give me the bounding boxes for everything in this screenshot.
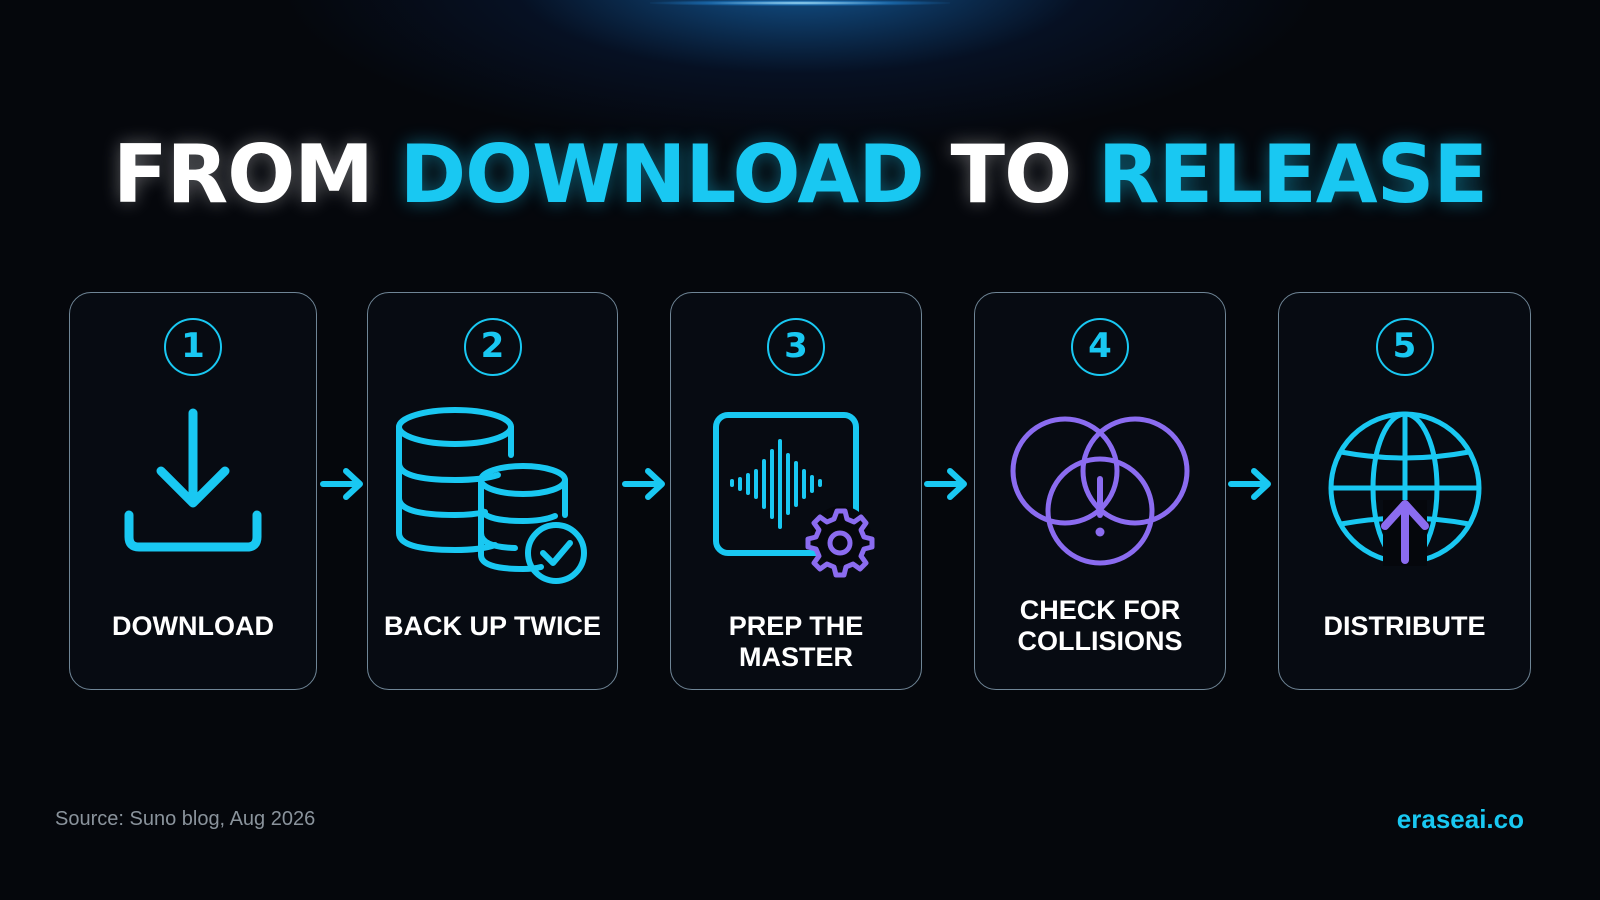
step-label-line1: CHECK FOR [1019,595,1181,625]
title-part-release: RELEASE [1097,128,1488,221]
arrow-right-icon [320,468,363,500]
step-label-line2: COLLISIONS [1017,626,1183,656]
step-number: 2 [463,318,522,376]
step-card-download: 1 DOWNLOAD [69,292,317,690]
step-label: PREP THE MASTER [728,611,864,672]
step-label: DOWNLOAD [112,611,274,641]
step-card-backup: 2 BACK UP TWICE [367,292,618,690]
step-card-master: 3 PREP THE MAS [670,292,922,690]
step-number: 5 [1375,318,1434,376]
arrow-right-icon [622,468,665,500]
top-glow [650,0,950,6]
arrow-right-icon [1228,468,1271,500]
brand-link[interactable]: eraseai.co [1396,804,1524,834]
step-number: 3 [767,318,825,376]
step-number: 1 [164,318,222,376]
waveform-gear-icon [706,411,886,585]
arrow-right-icon [924,468,967,500]
step-card-distribute: 5 DISTRIBUTE [1278,292,1531,690]
download-icon [113,403,273,577]
title-part-to: TO [923,128,1098,221]
step-number: 4 [1071,318,1129,376]
overlap-warning-icon [1005,411,1195,575]
step-label: DISTRIBUTE [1323,611,1486,641]
step-card-collisions: 4 CHECK FOR COLLISIONS [974,292,1226,690]
source-note: Source: Suno blog, Aug 2026 [55,808,316,830]
title-part-from: FROM [113,128,400,221]
database-check-icon [393,405,593,589]
globe-upload-icon [1325,408,1485,582]
step-label: BACK UP TWICE [383,611,601,641]
step-label-multiline: CHECK FOR COLLISIONS [975,595,1225,657]
title-part-download: DOWNLOAD [399,128,925,221]
page-title: FROM DOWNLOAD TO RELEASE [0,128,1600,221]
